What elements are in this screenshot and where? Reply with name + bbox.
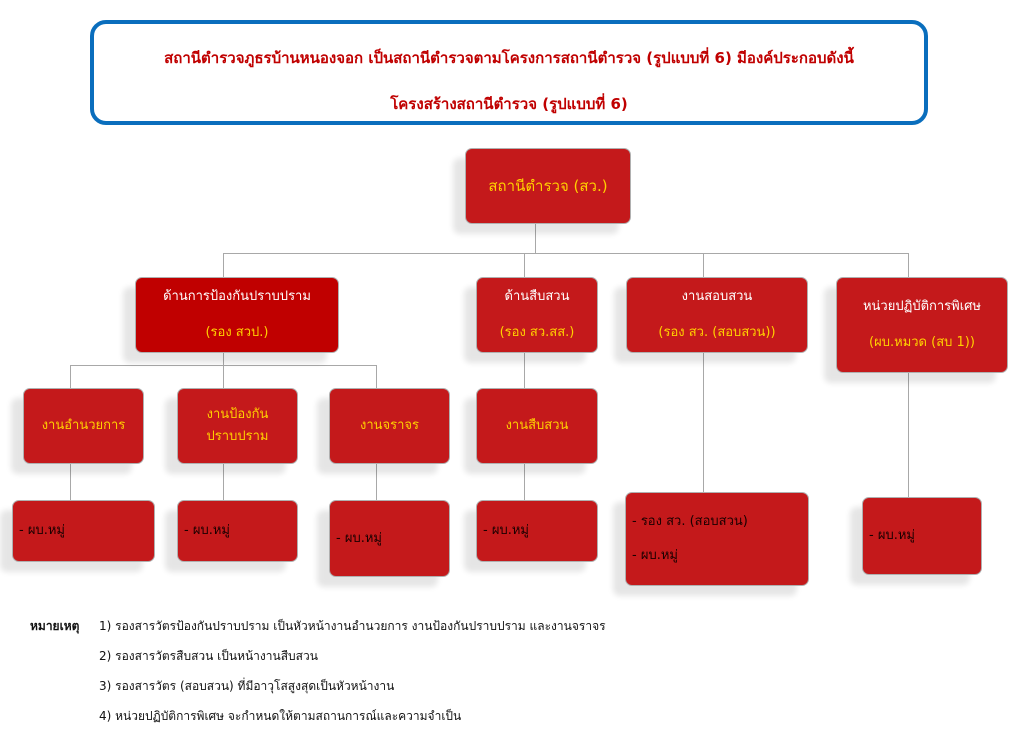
node-label: - ผบ.หมู่ bbox=[336, 530, 382, 546]
node-label: - รอง สว. (สอบสวน) bbox=[632, 514, 748, 530]
org-node-investigation-work: งานสืบสวน bbox=[476, 388, 598, 464]
connector bbox=[535, 224, 536, 253]
connector bbox=[908, 373, 909, 497]
org-leaf: - ผบ.หมู่ bbox=[476, 500, 598, 562]
node-title: ด้านสืบสวน bbox=[504, 289, 570, 305]
node-label: - ผบ.หมู่ bbox=[19, 523, 65, 539]
notes-label: หมายเหตุ bbox=[30, 619, 80, 633]
org-node-investigation: ด้านสืบสวน (รอง สว.สส.) bbox=[476, 277, 598, 353]
node-subtitle: (รอง สว. (สอบสวน)) bbox=[658, 325, 776, 340]
node-subtitle: (ผบ.หมวด (สบ 1)) bbox=[869, 335, 975, 350]
note-item: 4) หน่วยปฏิบัติการพิเศษ จะกำหนดให้ตามสถา… bbox=[99, 709, 462, 723]
org-leaf: - ผบ.หมู่ bbox=[862, 497, 982, 575]
node-title: หน่วยปฏิบัติการพิเศษ bbox=[862, 299, 982, 315]
node-label: ปราบปราม bbox=[206, 429, 269, 444]
node-subtitle: (รอง สว.สส.) bbox=[499, 325, 575, 340]
node-label: - ผบ.หมู่ bbox=[869, 528, 915, 544]
node-subtitle: (รอง สวป.) bbox=[205, 325, 269, 340]
org-node-special-ops: หน่วยปฏิบัติการพิเศษ (ผบ.หมวด (สบ 1)) bbox=[836, 277, 1008, 373]
node-label: งานจราจร bbox=[359, 418, 420, 434]
org-node-prevention-work: งานป้องกัน ปราบปราม bbox=[177, 388, 298, 464]
connector bbox=[376, 464, 377, 500]
note-item: 2) รองสารวัตรสืบสวน เป็นหน้างานสืบสวน bbox=[99, 649, 318, 663]
header-line-1: สถานีตำรวจภูธรบ้านหนองจอก เป็นสถานีตำรวจ… bbox=[164, 49, 854, 67]
connector bbox=[223, 353, 224, 365]
org-root-station: สถานีตำรวจ (สว.) bbox=[465, 148, 631, 224]
connector bbox=[703, 353, 704, 492]
org-leaf: - รอง สว. (สอบสวน) - ผบ.หมู่ bbox=[625, 492, 809, 586]
connector bbox=[223, 253, 224, 277]
node-title: งานสอบสวน bbox=[681, 289, 753, 305]
node-label: งานอำนวยการ bbox=[41, 418, 126, 434]
org-node-administration: งานอำนวยการ bbox=[23, 388, 144, 464]
node-label: - ผบ.หมู่ bbox=[483, 523, 529, 539]
org-node-inquiry: งานสอบสวน (รอง สว. (สอบสวน)) bbox=[626, 277, 808, 353]
node-label: - ผบ.หมู่ bbox=[184, 523, 230, 539]
node-label: งานป้องกัน bbox=[206, 406, 269, 422]
header-box: สถานีตำรวจภูธรบ้านหนองจอก เป็นสถานีตำรวจ… bbox=[90, 20, 928, 125]
node-label: งานสืบสวน bbox=[505, 418, 569, 434]
connector bbox=[703, 253, 704, 277]
node-label: สถานีตำรวจ (สว.) bbox=[488, 177, 608, 195]
connector bbox=[70, 365, 71, 388]
connector bbox=[524, 464, 525, 500]
org-leaf: - ผบ.หมู่ bbox=[12, 500, 155, 562]
connector bbox=[223, 253, 909, 254]
connector bbox=[223, 365, 224, 388]
org-node-prevention: ด้านการป้องกันปราบปราม (รอง สวป.) bbox=[135, 277, 339, 353]
note-item: 3) รองสารวัตร (สอบสวน) ที่มีอาวุโสสูงสุด… bbox=[99, 679, 395, 693]
org-node-traffic: งานจราจร bbox=[329, 388, 450, 464]
connector bbox=[223, 464, 224, 500]
connector bbox=[70, 464, 71, 500]
connector bbox=[524, 353, 525, 388]
node-label: - ผบ.หมู่ bbox=[632, 548, 678, 563]
node-title: ด้านการป้องกันปราบปราม bbox=[163, 289, 311, 305]
org-leaf: - ผบ.หมู่ bbox=[329, 500, 450, 577]
connector bbox=[524, 253, 525, 277]
org-leaf: - ผบ.หมู่ bbox=[177, 500, 298, 562]
note-item: 1) รองสารวัตรป้องกันปราบปราม เป็นหัวหน้า… bbox=[99, 619, 606, 633]
connector bbox=[908, 253, 909, 277]
connector bbox=[376, 365, 377, 388]
chart-title: โครงสร้างสถานีตำรวจ (รูปแบบที่ 6) bbox=[390, 95, 628, 113]
